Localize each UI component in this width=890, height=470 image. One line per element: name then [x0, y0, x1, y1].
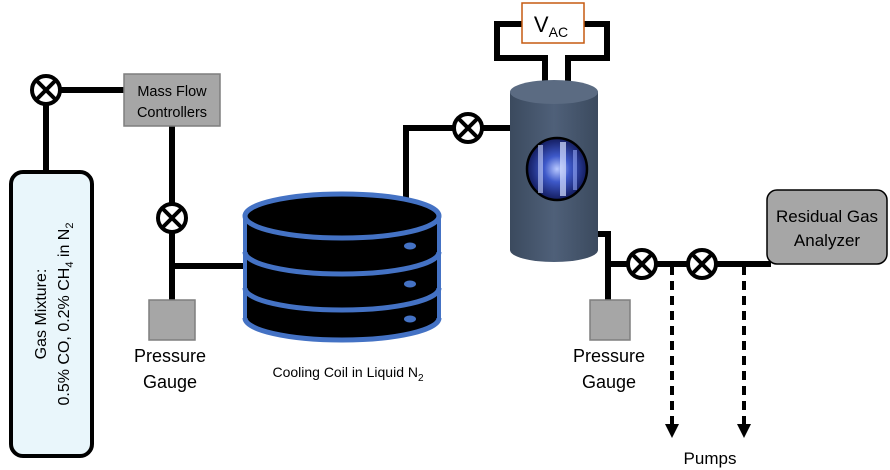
valve-chamber-inlet — [452, 112, 484, 144]
rga-line2: Analyzer — [794, 231, 860, 250]
vac-box — [521, 2, 585, 44]
gas-cylinder-line2: 0.5% CO, 0.2% CH4 in N2 — [56, 223, 76, 406]
valve-outlet-1 — [626, 248, 658, 280]
pressure-gauge-right-line2: Gauge — [582, 372, 636, 392]
gas-cylinder — [9, 170, 94, 458]
cooling-coil — [242, 191, 442, 343]
pumps-label: Pumps — [684, 449, 737, 468]
plasma-chamber — [510, 80, 598, 262]
pressure-gauge-right — [589, 299, 631, 341]
pipe-chamber-out — [595, 231, 611, 303]
mass-flow-line2: Controllers — [137, 105, 207, 121]
rga-line1: Residual Gas — [776, 207, 878, 226]
vac-lead-right — [565, 21, 610, 85]
vac-lead-left — [494, 21, 548, 85]
pump-lines — [670, 266, 746, 428]
vac-label: VAC — [534, 12, 568, 40]
pipes — [43, 21, 771, 303]
valve-mfc-line — [156, 202, 188, 234]
pump-arrow-left — [665, 424, 679, 438]
cooling-coil-label: Cooling Coil in Liquid N2 — [272, 364, 424, 384]
chamber-viewport — [525, 136, 589, 202]
mass-flow-line1: Mass Flow — [137, 84, 207, 100]
pressure-gauge-left-line1: Pressure — [134, 346, 206, 366]
mass-flow-controllers-box — [123, 73, 221, 127]
pressure-gauge-left — [148, 299, 196, 341]
gas-cylinder-line1: Gas Mixture: — [33, 269, 50, 360]
pressure-gauge-left-line2: Gauge — [143, 372, 197, 392]
pressure-gauge-right-line1: Pressure — [573, 346, 645, 366]
residual-gas-analyzer-box — [766, 189, 888, 265]
valve-cylinder — [30, 74, 62, 106]
valve-outlet-2 — [686, 248, 718, 280]
pump-arrow-right — [737, 424, 751, 438]
